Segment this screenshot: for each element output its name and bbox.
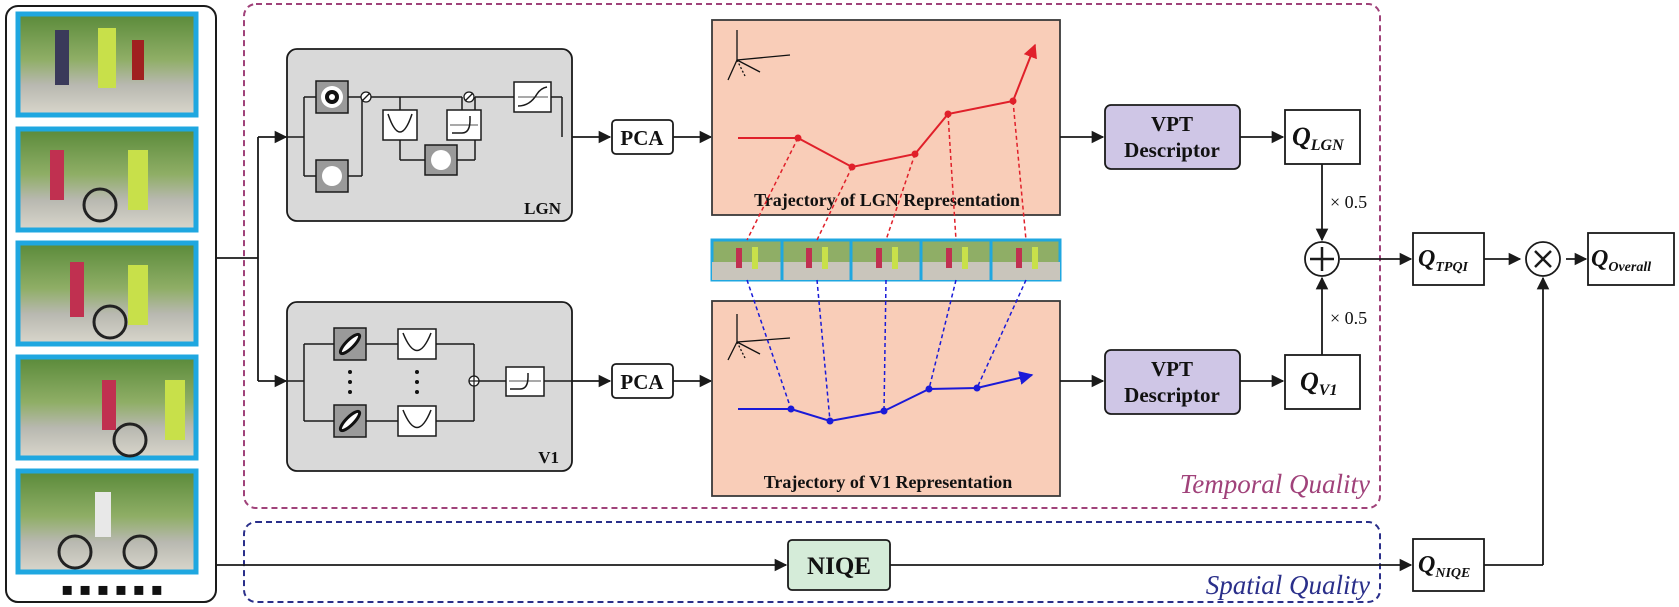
- svg-text:QNIQE: QNIQE: [1418, 552, 1470, 581]
- frame-1: [15, 11, 199, 118]
- frame-4: [15, 354, 199, 461]
- center-surround-on-icon: [315, 80, 349, 114]
- svg-text:PCA: PCA: [620, 126, 664, 150]
- v1-trajectory-panel: Trajectory of V1 Representation: [711, 300, 1061, 497]
- v1-pca-box: PCA: [611, 363, 674, 399]
- svg-text:NIQE: NIQE: [807, 553, 871, 580]
- v1-trajectory-title: Trajectory of V1 Representation: [764, 472, 1012, 492]
- q-lgn-box: QLGN: [1284, 109, 1361, 165]
- sigmoid-nonlinearity-icon-3: [505, 366, 545, 397]
- v1-model-panel: V1: [286, 301, 573, 472]
- square-nonlinearity-icon: [382, 109, 418, 141]
- lgn-correspondence-lines: [746, 100, 1027, 241]
- svg-text:PCA: PCA: [620, 370, 664, 394]
- v1-label: V1: [538, 448, 559, 467]
- niqe-box: NIQE: [787, 539, 891, 591]
- q-overall-box: QOverall: [1587, 232, 1675, 286]
- frame-strip: [710, 238, 1062, 282]
- svg-text:VPT: VPT: [1151, 357, 1193, 381]
- spatial-quality-region: [243, 521, 1381, 603]
- oriented-filter-icon-1: [333, 327, 367, 361]
- divisive-norm-icon-1: [360, 91, 372, 103]
- axes-icon-v1: [727, 314, 791, 361]
- v1-weight-label: × 0.5: [1330, 308, 1367, 328]
- q-v1-box: QV1: [1284, 354, 1361, 410]
- square-nonlinearity-icon-1: [397, 328, 437, 360]
- frames-ellipsis: ▪ ▪ ▪ ▪ ▪ ▪: [61, 579, 163, 600]
- lgn-gain-filter-icon: [424, 144, 458, 176]
- input-splitter: [216, 130, 788, 572]
- svg-text:Descriptor: Descriptor: [1124, 138, 1220, 162]
- sigmoid-nonlinearity-icon-1: [446, 109, 482, 141]
- frame-2: [15, 126, 199, 233]
- product-node-icon: [1525, 241, 1561, 277]
- svg-text:VPT: VPT: [1151, 112, 1193, 136]
- vertical-ellipsis-icon-2: [415, 370, 419, 394]
- summation-node-icon: [468, 375, 480, 387]
- oriented-filter-icon-2: [333, 404, 367, 438]
- lgn-vpt-descriptor: VPT Descriptor: [1104, 104, 1241, 170]
- temporal-quality-region: [243, 3, 1381, 509]
- svg-text:QLGN: QLGN: [1292, 122, 1345, 154]
- svg-text:QV1: QV1: [1300, 367, 1337, 399]
- divisive-norm-icon-2: [463, 91, 475, 103]
- lgn-label: LGN: [524, 199, 562, 218]
- q-niqe-box: QNIQE: [1412, 538, 1485, 592]
- square-nonlinearity-icon-2: [397, 405, 437, 437]
- frame-3: [15, 240, 199, 347]
- svg-text:QTPQI: QTPQI: [1418, 246, 1469, 275]
- lgn-trajectory-panel: Trajectory of LGN Representation: [711, 19, 1061, 216]
- lgn-weight-label: × 0.5: [1330, 192, 1367, 212]
- center-surround-off-icon: [315, 159, 349, 193]
- svg-text:Descriptor: Descriptor: [1124, 383, 1220, 407]
- temporal-quality-label: Temporal Quality: [1180, 469, 1370, 499]
- axes-icon: [727, 30, 791, 81]
- v1-vpt-descriptor: VPT Descriptor: [1104, 349, 1241, 415]
- lgn-trajectory-title: Trajectory of LGN Representation: [754, 190, 1020, 210]
- v1-correspondence-lines: [746, 279, 1027, 422]
- lgn-model-panel: LGN: [286, 48, 573, 222]
- sum-node-icon: [1304, 241, 1340, 277]
- spatial-quality-label: Spatial Quality: [1206, 570, 1370, 600]
- sigmoid-nonlinearity-icon-2: [513, 81, 552, 113]
- vertical-ellipsis-icon-1: [348, 370, 352, 394]
- frame-5: [15, 468, 199, 575]
- lgn-pca-box: PCA: [611, 119, 674, 155]
- svg-text:QOverall: QOverall: [1591, 246, 1651, 275]
- q-tpqi-box: QTPQI: [1412, 232, 1485, 286]
